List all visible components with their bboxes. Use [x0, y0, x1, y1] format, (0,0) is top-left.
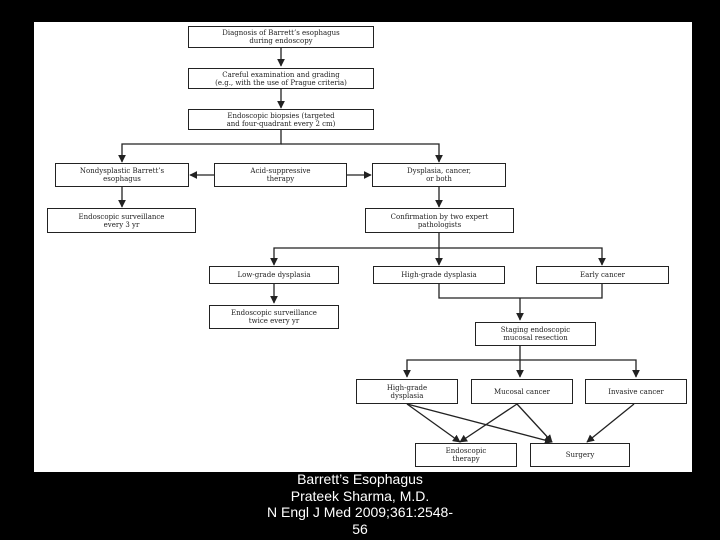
- flowchart-panel: Diagnosis of Barrett’s esophagus during …: [34, 22, 692, 472]
- caption-pages: 56: [352, 520, 368, 537]
- arrow-staging-invasive: [520, 359, 640, 378]
- arrow-staging-hgd2: [403, 346, 521, 378]
- node-nondysplastic: Nondysplastic Barrett’s esophagus: [55, 163, 189, 187]
- caption-author: Prateek Sharma, M.D.: [290, 487, 430, 504]
- node-surveillance-3yr: Endoscopic surveillance every 3 yr: [47, 208, 196, 233]
- citation-caption: Barrett’s Esophagus Prateek Sharma, M.D.…: [0, 471, 720, 537]
- node-high-grade-dysplasia-staged: High-grade dysplasia: [356, 379, 458, 404]
- arrow-biopsies-nondysplastic: [118, 130, 282, 163]
- node-acid-suppressive-therapy: Acid-suppressive therapy: [214, 163, 347, 187]
- node-mucosal-cancer: Mucosal cancer: [471, 379, 573, 404]
- node-confirmation: Confirmation by two expert pathologists: [365, 208, 514, 233]
- arrow-mucosal-endotherapy: [459, 403, 518, 443]
- node-invasive-cancer: Invasive cancer: [585, 379, 687, 404]
- arrow-mucosal-surgery: [516, 403, 553, 443]
- arrow-hgd2-surgery: [406, 403, 553, 444]
- node-diagnosis: Diagnosis of Barrett’s esophagus during …: [188, 26, 374, 48]
- arrow-confirm-early: [439, 247, 606, 266]
- node-staging-resection: Staging endoscopic mucosal resection: [475, 322, 596, 346]
- arrow-hgd2-endotherapy: [406, 403, 461, 443]
- node-dysplasia-cancer: Dysplasia, cancer, or both: [372, 163, 506, 187]
- arrow-confirm-lgd: [270, 233, 440, 266]
- node-endoscopic-therapy: Endoscopic therapy: [415, 443, 517, 467]
- flowchart-connectors: [118, 48, 640, 444]
- caption-title: Barrett’s Esophagus: [297, 471, 423, 487]
- node-surgery: Surgery: [530, 443, 630, 467]
- caption-journal: N Engl J Med 2009;361:2548-: [266, 504, 453, 520]
- arrow-biopsies-dysplasia: [281, 143, 443, 163]
- node-high-grade-dysplasia: High-grade dysplasia: [373, 266, 505, 284]
- node-surveillance-twice-yearly: Endoscopic surveillance twice every yr: [209, 305, 339, 329]
- arrow-invasive-surgery: [586, 403, 635, 443]
- node-early-cancer: Early cancer: [536, 266, 669, 284]
- node-biopsies: Endoscopic biopsies (targeted and four-q…: [188, 109, 374, 130]
- node-examination: Careful examination and grading (e.g., w…: [188, 68, 374, 89]
- connector-hgd-early: [438, 284, 603, 299]
- node-low-grade-dysplasia: Low-grade dysplasia: [209, 266, 339, 284]
